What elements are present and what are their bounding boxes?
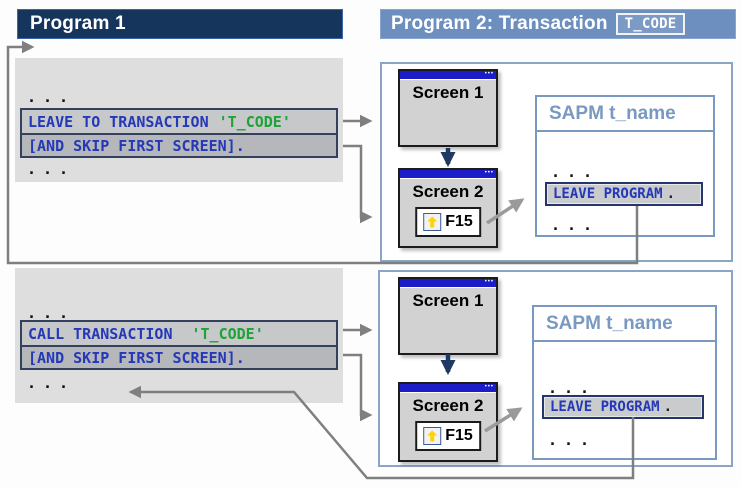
- screen2-window: ••• Screen 2 F15: [398, 382, 498, 462]
- arrow-call-line2-to-screen2: [343, 353, 373, 422]
- code-tcode-literal: 'T_CODE': [218, 112, 291, 131]
- screen1-window: ••• Screen 1: [398, 69, 498, 147]
- program2-panel-bottom: ••• Screen 1 ••• Screen 2 F15 SAPM t_nam…: [378, 270, 733, 467]
- sapm-stmt-text: LEAVE PROGRAM: [550, 399, 660, 415]
- sapm-module-box: SAPM t_name ... LEAVE PROGRAM . ...: [535, 95, 715, 237]
- sapm-module-box: SAPM t_name ... LEAVE PROGRAM . ...: [532, 305, 717, 460]
- up-arrow-shape: [427, 216, 438, 228]
- f15-function-key-button: F15: [415, 421, 481, 451]
- sapm-title: SAPM t_name: [537, 97, 713, 132]
- f15-shift-arrow-icon: [423, 213, 442, 231]
- program1-title: Program 1: [30, 13, 126, 34]
- call-transaction-statement: CALL TRANSACTION 'T_CODE' [AND SKIP FIRS…: [20, 320, 338, 370]
- program2-title: Program 2: Transaction: [391, 13, 608, 34]
- screen2-label: Screen 2: [412, 182, 484, 201]
- f15-label: F15: [445, 427, 473, 444]
- program2-panel-top: ••• Screen 1 ••• Screen 2 F15 SAPM t_nam…: [380, 62, 733, 262]
- window-titlebar: •••: [400, 170, 496, 179]
- window-controls-icon: •••: [484, 170, 494, 176]
- program1-code-panel-bottom: ... CALL TRANSACTION 'T_CODE' [AND SKIP …: [15, 268, 343, 403]
- tcode-badge: T_CODE: [615, 13, 686, 35]
- code-line-1: CALL TRANSACTION 'T_CODE': [22, 322, 336, 345]
- code-ellipsis: ...: [27, 304, 76, 322]
- sapm-ellipsis: ...: [551, 216, 600, 234]
- screen1-label: Screen 1: [412, 291, 484, 310]
- sapm-stmt-period: .: [663, 399, 673, 415]
- code-ellipsis: ...: [27, 88, 76, 106]
- screen1-label: Screen 1: [412, 83, 484, 102]
- arrow-leave-line2-to-screen2: [343, 144, 373, 224]
- code-line-2: [AND SKIP FIRST SCREEN].: [22, 133, 336, 156]
- code-keyword: LEAVE TO TRANSACTION: [28, 112, 209, 131]
- leave-program-statement: LEAVE PROGRAM .: [545, 182, 703, 206]
- sapm-ellipsis: ...: [548, 431, 597, 449]
- sapm-title: SAPM t_name: [534, 307, 715, 342]
- screen2-window: ••• Screen 2 F15: [398, 168, 498, 248]
- window-titlebar: •••: [400, 71, 496, 80]
- f15-shift-arrow-icon: [423, 427, 442, 445]
- program1-header: Program 1: [17, 9, 343, 39]
- window-controls-icon: •••: [484, 71, 494, 77]
- window-controls-icon: •••: [484, 384, 494, 390]
- sapm-stmt-text: LEAVE PROGRAM: [553, 186, 663, 202]
- f15-function-key-button: F15: [415, 207, 481, 237]
- code-keyword: CALL TRANSACTION: [28, 324, 173, 343]
- code-ellipsis: ...: [27, 374, 76, 392]
- leave-program-statement: LEAVE PROGRAM .: [542, 395, 704, 419]
- code-line-1: LEAVE TO TRANSACTION 'T_CODE': [22, 110, 336, 133]
- window-titlebar: •••: [400, 384, 496, 393]
- screen1-window: ••• Screen 1: [398, 277, 498, 355]
- sapm-ellipsis: ...: [548, 379, 597, 397]
- code-ellipsis: ...: [27, 160, 76, 178]
- screen2-label: Screen 2: [412, 396, 484, 415]
- window-titlebar: •••: [400, 279, 496, 288]
- up-arrow-shape: [427, 430, 438, 442]
- f15-label: F15: [445, 213, 473, 230]
- leave-to-transaction-statement: LEAVE TO TRANSACTION 'T_CODE' [AND SKIP …: [20, 108, 338, 158]
- code-tcode-literal: 'T_CODE': [191, 324, 264, 343]
- sapm-stmt-period: .: [666, 186, 676, 202]
- code-line-2: [AND SKIP FIRST SCREEN].: [22, 345, 336, 368]
- window-controls-icon: •••: [484, 279, 494, 285]
- sapm-ellipsis: ...: [551, 163, 600, 181]
- program1-code-panel-top: ... LEAVE TO TRANSACTION 'T_CODE' [AND S…: [15, 58, 343, 182]
- program2-header: Program 2: Transaction T_CODE: [380, 9, 736, 39]
